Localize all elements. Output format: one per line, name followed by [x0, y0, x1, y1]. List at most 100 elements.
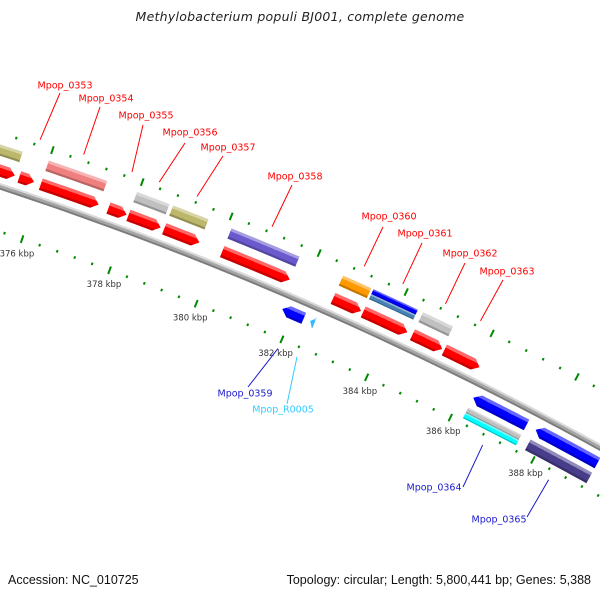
minor-tick-outer [473, 323, 477, 327]
minor-tick-inner [211, 309, 215, 313]
major-tick-outer [574, 372, 580, 381]
cog-category-band [524, 439, 593, 484]
reverse-cds-arrow [473, 395, 530, 431]
label-leader-line [286, 356, 298, 405]
tick-label: 376 kbp [0, 249, 34, 259]
minor-tick-inner [580, 484, 584, 489]
minor-tick-outer [122, 173, 126, 178]
major-tick-outer [489, 329, 495, 338]
minor-tick-inner [38, 243, 42, 247]
minor-tick-outer [524, 348, 528, 353]
label-leader-line [39, 92, 61, 140]
minor-tick-inner [415, 399, 419, 403]
feature-Mpop_0357 [162, 205, 209, 246]
feature-Mpop_0353 [17, 171, 35, 186]
feature-label: Mpop_0359 [218, 389, 273, 400]
forward-cds-arrow [38, 178, 99, 208]
label-leader-line [444, 262, 466, 305]
feature-Mpop_0364 [462, 395, 530, 446]
minor-tick-outer [352, 266, 356, 271]
backbone-shadow [0, 187, 600, 451]
minor-tick-outer [265, 229, 268, 233]
feature-Mpop_0355 [106, 202, 127, 218]
cog-category-band [169, 205, 209, 230]
forward-cds-arrow [106, 202, 127, 218]
forward-cds-arrow [330, 292, 362, 314]
minor-tick-outer [558, 366, 562, 370]
minor-tick-outer [507, 340, 511, 344]
major-tick-inner [447, 413, 453, 422]
tick-label: 378 kbp [87, 280, 122, 290]
feature-Mpop_R0005 [310, 317, 317, 329]
label-leader-line [462, 444, 484, 488]
reverse-cds-arrow [282, 306, 307, 324]
tick-label: 382 kbp [258, 349, 293, 359]
minor-tick-inner [498, 441, 502, 445]
minor-tick-inner [297, 345, 301, 349]
minor-tick-outer [541, 357, 545, 361]
feature-Mpop_0365 [524, 427, 600, 484]
minor-tick-inner [547, 467, 551, 471]
minor-tick-inner [3, 231, 6, 235]
minor-tick-outer [87, 161, 90, 165]
feature-Mpop_0363 [441, 344, 480, 370]
minor-tick-outer [32, 142, 36, 146]
major-tick-outer [139, 178, 145, 187]
feature-Mpop_0356 [126, 191, 170, 231]
minor-tick-inner [125, 275, 129, 279]
label-leader-line [247, 348, 279, 388]
trna-arrow [310, 317, 317, 329]
minor-tick-outer [14, 136, 18, 140]
backbone-highlight [0, 182, 600, 447]
feature-label: Mpop_0360 [362, 212, 417, 223]
minor-tick-inner [465, 424, 469, 428]
feature-label: Mpop_0361 [398, 229, 453, 240]
label-leader-line [402, 242, 423, 285]
label-leader-line [271, 184, 293, 227]
minor-tick-inner [432, 407, 436, 411]
tick-rings [3, 136, 600, 498]
cog-category-band [368, 294, 416, 320]
feature-label: Mpop_0354 [79, 94, 134, 105]
feature-Mpop_0358 [219, 228, 300, 283]
forward-cds-arrow [0, 164, 15, 179]
minor-tick-inner [142, 281, 146, 285]
feature-label: Mpop_R0005 [252, 405, 314, 416]
feature-tracks [0, 144, 600, 484]
forward-cds-arrow [17, 171, 35, 186]
minor-tick-outer [456, 314, 460, 319]
feature-label: Mpop_0357 [201, 143, 256, 154]
minor-tick-inner [160, 288, 164, 292]
tick-label: 386 kbp [426, 427, 461, 437]
label-leader-line [83, 106, 101, 155]
minor-tick-inner [331, 360, 335, 364]
minor-tick-outer [194, 200, 198, 204]
label-leader-line [158, 142, 186, 183]
minor-tick-inner [229, 316, 233, 320]
major-tick-inner [364, 373, 370, 382]
feature-Mpop_0354 [38, 160, 108, 208]
backbone-line [0, 185, 600, 449]
feature-Mpop_0361 [360, 289, 418, 335]
feature-label: Mpop_0356 [163, 128, 218, 139]
map-title: Methylobacterium populi BJ001, complete … [135, 9, 465, 24]
minor-tick-inner [564, 475, 568, 480]
minor-tick-outer [300, 243, 304, 248]
feature-label: Mpop_0355 [119, 111, 174, 122]
cog-category-band [45, 160, 108, 192]
major-tick-outer [50, 146, 55, 155]
minor-tick-outer [282, 236, 286, 240]
feature-label: Mpop_0363 [480, 267, 535, 278]
accession-text: Accession: NC_010725 [8, 573, 139, 587]
cog-category-band [0, 144, 23, 163]
major-tick-inner [530, 455, 536, 464]
minor-tick-inner [177, 295, 181, 299]
label-leader-line [363, 226, 384, 267]
feature-label: Mpop_0364 [407, 483, 462, 494]
forward-cds-arrow [360, 306, 408, 335]
minor-tick-outer [592, 384, 596, 388]
reverse-cds-arrow [535, 427, 600, 469]
feature-labels: Mpop_0353Mpop_0354Mpop_0355Mpop_0356Mpop… [38, 81, 550, 526]
